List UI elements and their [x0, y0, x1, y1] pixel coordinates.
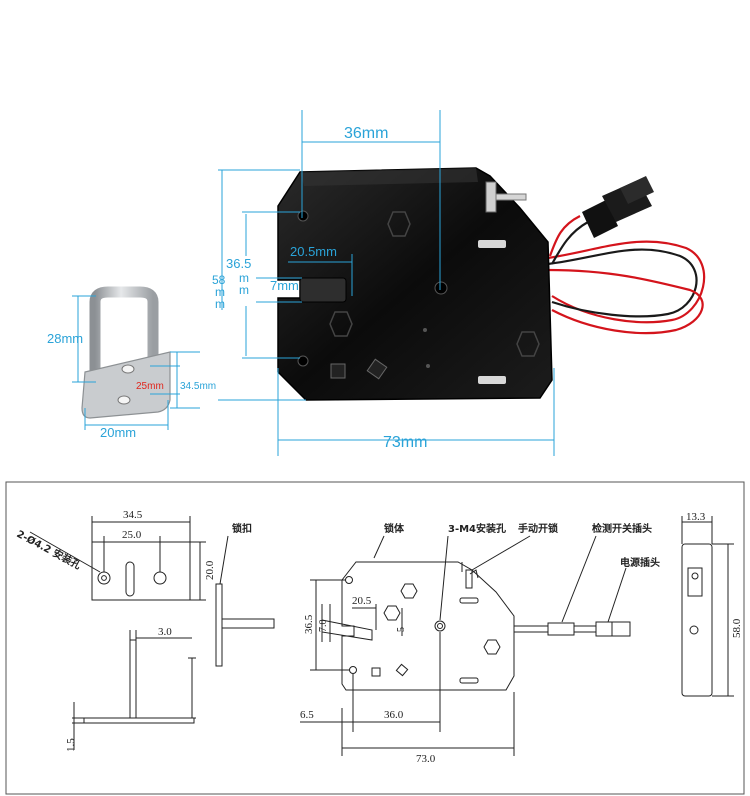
technical-drawing: 34.5 25.0 20.0 2-Ø4.2 安装孔 3.0 1.5 锁扣 [5, 481, 745, 795]
lock-dimensions [218, 110, 555, 456]
strike-width-label: 34.5 [123, 509, 143, 521]
bracket-dimensions [72, 295, 200, 430]
body-hole-height-label: 36.5 [303, 614, 315, 634]
manual-unlock-label: 手动开锁 [518, 522, 558, 535]
power-plug-label: 电源插头 [620, 556, 660, 569]
lock-height-label-m2: m [215, 297, 225, 311]
product-photo: 28mm 20mm 25mm 34.5mm [47, 110, 706, 456]
lock-body-drawing [300, 535, 631, 756]
side-depth-label: 13.3 [686, 511, 706, 523]
body-left-offset-label: 6.5 [300, 709, 314, 721]
lock-catch-label: 锁扣 [232, 522, 252, 535]
strike-plate-thickness-label: 1.5 [65, 738, 77, 752]
lock-total-width-label: 73mm [383, 434, 427, 451]
bracket-plate-length-label: 34.5mm [180, 381, 216, 392]
detect-switch-plug-label: 检测开关插头 [592, 522, 652, 535]
lock-body-label: 锁体 [384, 522, 405, 535]
lock-height-label-58: 58 [212, 273, 226, 287]
lock-hole-height-label: 36.5 [226, 256, 251, 271]
strike-holes-label: 2-Ø4.2 安装孔 [15, 527, 84, 572]
body-bolt-height-label: 7.0 [318, 620, 329, 633]
body-bolt-gap-label: 5 [396, 627, 407, 632]
hole-mm-label-m2: m [239, 283, 249, 297]
lock-catch-drawing [215, 535, 275, 667]
bracket-hole-spacing-label: 25mm [136, 381, 164, 392]
strike-bracket-photo [81, 286, 171, 419]
lock-width-label: 36mm [344, 125, 388, 142]
wire-harness-photo [547, 215, 706, 335]
bracket-width-label: 20mm [100, 425, 136, 440]
strike-side-drawing [72, 630, 196, 750]
body-bolt-length-label: 20.5 [352, 595, 372, 607]
hole-mm-label-m1: m [239, 271, 249, 285]
body-hole-spacing-label: 36.0 [384, 709, 404, 721]
side-height-label: 58.0 [731, 618, 743, 638]
plug-connectors-photo [582, 176, 654, 238]
bolt-length-label: 20.5mm [290, 244, 337, 259]
lock-side-drawing [681, 516, 734, 697]
body-total-width-label: 73.0 [416, 753, 436, 765]
lock-height-label-m1: m [215, 285, 225, 299]
strike-thickness-label: 3.0 [158, 626, 172, 638]
strike-hole-spacing-label: 25.0 [122, 529, 142, 541]
strike-plate-drawing [29, 516, 206, 601]
strike-height-label: 20.0 [204, 560, 216, 580]
mount-holes-label: 3-M4安装孔 [448, 522, 506, 535]
lock-body-photo [277, 167, 553, 401]
bolt-height-label: 7mm [270, 278, 299, 293]
bracket-height-label: 28mm [47, 331, 83, 346]
